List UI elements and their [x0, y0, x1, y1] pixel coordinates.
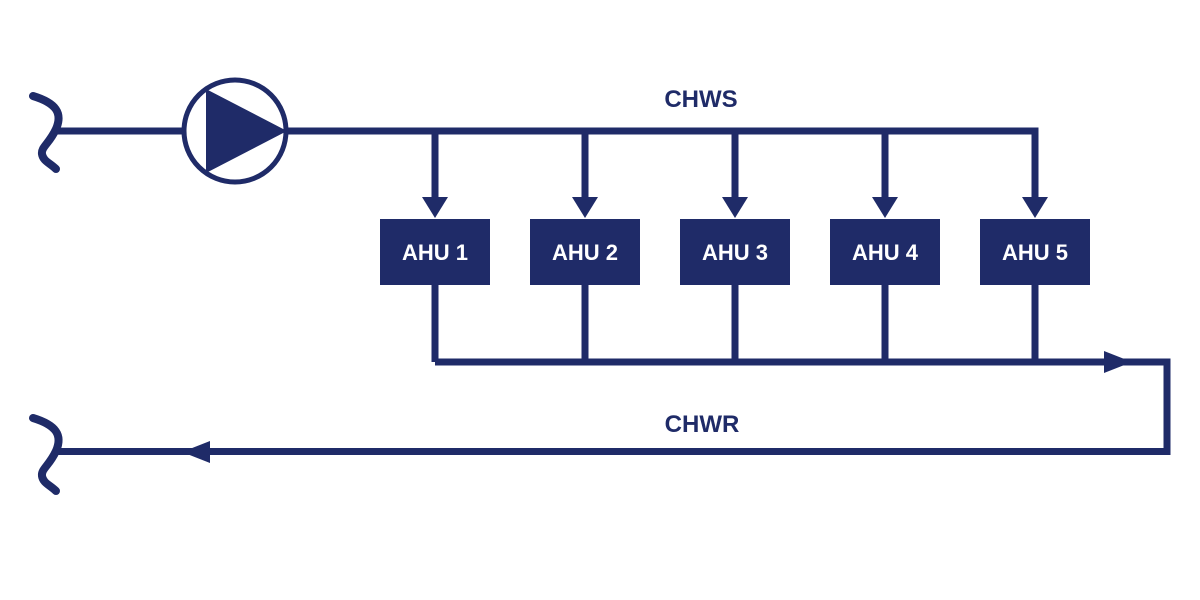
- ahu-box-label: AHU 1: [402, 240, 468, 265]
- ahu-box-3: AHU 3: [680, 219, 790, 362]
- pump-impeller-icon: [206, 89, 287, 173]
- supply-line-label: CHWS: [664, 86, 737, 113]
- down-arrow-icon: [572, 197, 598, 218]
- down-arrow-icon: [722, 197, 748, 218]
- right-arrow-icon: [1104, 351, 1132, 373]
- down-arrow-icon: [872, 197, 898, 218]
- left-arrow-icon: [182, 441, 210, 463]
- supply-branches: [422, 131, 1048, 218]
- ahu-box-5: AHU 5: [980, 219, 1090, 362]
- ahu-box-label: AHU 4: [852, 240, 919, 265]
- ahu-box-label: AHU 3: [702, 240, 768, 265]
- ahu-box-2: AHU 2: [530, 219, 640, 362]
- ahu-box-1: AHU 1: [380, 219, 490, 362]
- down-arrow-icon: [422, 197, 448, 218]
- pipe-break-icon-return: [29, 414, 63, 495]
- return-line-label: CHWR: [665, 411, 740, 438]
- pump-symbol: [181, 77, 289, 185]
- pipe-break-icon-supply: [29, 92, 63, 173]
- ahu-box-label: AHU 5: [1002, 240, 1068, 265]
- down-arrow-icon: [1022, 197, 1048, 218]
- ahu-box-4: AHU 4: [830, 219, 940, 362]
- return-pipe: [57, 358, 1171, 455]
- ahu-box-label: AHU 2: [552, 240, 618, 265]
- ahu-units: AHU 1 AHU 2 AHU 3 AHU 4 AHU 5: [380, 219, 1090, 362]
